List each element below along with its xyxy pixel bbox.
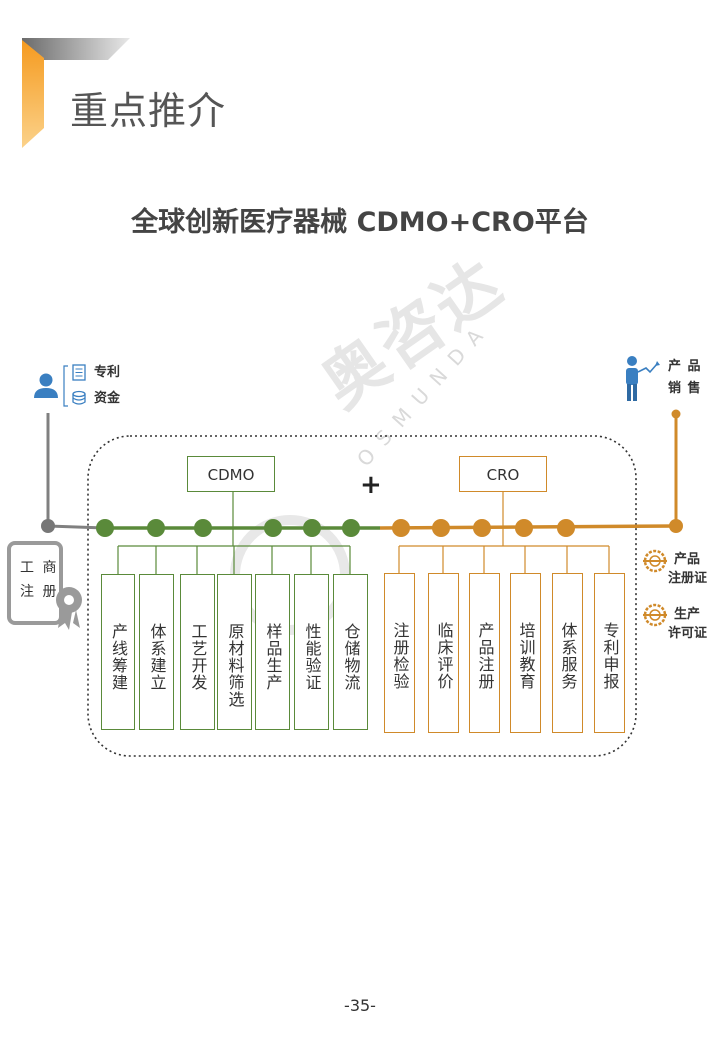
cdmo-item: 产线筹建 (101, 574, 135, 730)
cro-item: 专利申报 (594, 573, 625, 733)
cdmo-item: 仓储物流 (333, 574, 368, 730)
timeline-gray (47, 524, 106, 530)
seal-icon-registration (643, 549, 667, 573)
cro-box: CRO (459, 456, 547, 492)
cdmo-item: 样品生产 (255, 574, 290, 730)
registration-cert-line2: 注册证 (668, 571, 708, 586)
sales-label-line1: 产 品 (668, 359, 702, 374)
cro-item: 培训教育 (510, 573, 541, 733)
cro-item: 注册检验 (384, 573, 415, 733)
cro-dot (557, 519, 575, 537)
business-registration-label: 工 商 注 册 (20, 556, 58, 604)
cdmo-item: 性能验证 (294, 574, 329, 730)
cro-bracket (398, 492, 610, 573)
header-decoration (22, 38, 130, 148)
cdmo-bracket (117, 492, 351, 574)
cdmo-dot (303, 519, 321, 537)
cro-item: 产品注册 (469, 573, 500, 733)
cro-dot (515, 519, 533, 537)
input-bracket (63, 365, 68, 407)
cdmo-item: 原材料筛选 (217, 574, 252, 730)
cdmo-item: 工艺开发 (180, 574, 215, 730)
person-icon (34, 373, 58, 398)
sales-label-line2: 销 售 (668, 381, 702, 396)
cdmo-box: CDMO (187, 456, 275, 492)
cro-item: 临床评价 (428, 573, 459, 733)
cdmo-dot (264, 519, 282, 537)
cro-item: 体系服务 (552, 573, 583, 733)
certificate-icon (7, 541, 82, 630)
production-license-line2: 许可证 (668, 626, 708, 641)
cdmo-dot (342, 519, 360, 537)
capital-label: 资金 (94, 391, 121, 406)
cdmo-dot (147, 519, 165, 537)
page-number: -35- (344, 996, 376, 1015)
cdmo-dot (96, 519, 114, 537)
cro-dot (473, 519, 491, 537)
cdmo-dot (194, 519, 212, 537)
patent-label: 专利 (94, 365, 121, 380)
page-title: 重点推介 (70, 89, 227, 133)
timeline-start-dot (41, 519, 55, 533)
platform-frame (87, 435, 637, 757)
cdmo-item: 体系建立 (139, 574, 174, 730)
plus-sign: + (360, 470, 382, 500)
timeline-end-dot (669, 519, 683, 533)
diagram-title: 全球创新医疗器械 CDMO+CRO平台 (131, 207, 589, 238)
coins-icon (72, 390, 86, 405)
document-icon (72, 364, 86, 381)
output-top-dot (671, 409, 681, 419)
business-registration-line1: 工 商 (20, 560, 59, 576)
production-license-line1: 生产 (674, 607, 701, 622)
seal-icon-license (643, 603, 667, 627)
registration-cert-line1: 产品 (674, 552, 701, 567)
businessman-icon (626, 356, 660, 401)
cro-dot (392, 519, 410, 537)
cro-dot (432, 519, 450, 537)
business-registration-line2: 注 册 (20, 584, 59, 600)
